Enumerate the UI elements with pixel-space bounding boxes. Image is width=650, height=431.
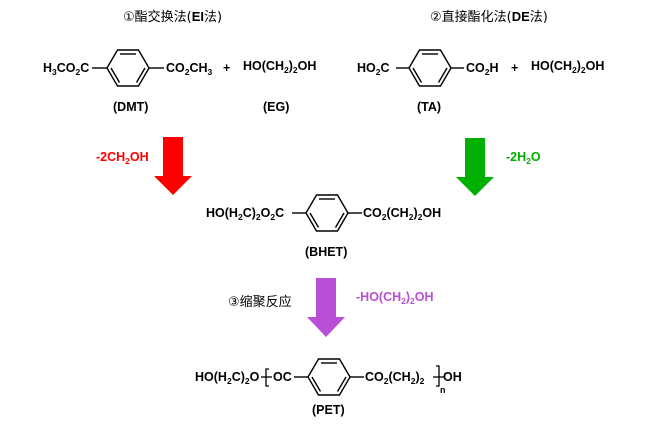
ei-title-code: EI <box>191 9 205 24</box>
dmt-label: (DMT) <box>113 100 149 114</box>
ei-plus-sign: + <box>223 61 231 75</box>
polycondensation-step-label: ③缩聚反应 <box>228 295 292 310</box>
ta-right-group: CO2H <box>466 61 499 77</box>
eg-formula: HO(CH2)2OH <box>243 59 317 75</box>
pet-repeat-subscript: n <box>440 385 446 395</box>
ei-byproduct: -2CH2OH <box>96 150 149 166</box>
de-title-suffix: 法) <box>529 10 548 25</box>
ta-left-group: HO2C <box>357 61 390 77</box>
dmt-benzene-ring <box>92 49 164 87</box>
bhet-label: (BHET) <box>305 245 348 259</box>
ei-title-suffix: 法) <box>204 10 223 25</box>
ta-label: (TA) <box>417 100 442 114</box>
pet-label: (PET) <box>312 403 345 417</box>
dmt-left-group: H3CO2C <box>43 61 90 77</box>
de-plus-sign: + <box>511 61 519 75</box>
dmt-right-group: CO2CH3 <box>166 61 213 77</box>
ei-title-prefix: ①酯交换法( <box>123 10 192 25</box>
pet-end-group-right: OH <box>443 370 462 384</box>
pet-benzene-ring <box>294 358 364 396</box>
de-reaction-arrow <box>456 138 494 196</box>
de-title-prefix: ②直接酯化法( <box>430 10 512 25</box>
de-eg-formula: HO(CH2)2OH <box>531 59 605 75</box>
ei-reaction-arrow <box>154 137 192 195</box>
polycondensation-byproduct: -HO(CH2)2OH <box>356 290 434 306</box>
ei-route-title: ①酯交换法(EI法) <box>123 6 222 25</box>
eg-label: (EG) <box>263 100 290 114</box>
bhet-left-group: HO(H2C)2O2C <box>206 206 285 222</box>
de-route-title: ②直接酯化法(DE法) <box>430 6 548 25</box>
bhet-right-group: CO2(CH2)2OH <box>363 206 442 222</box>
pet-end-group-left: HO(H2C)2O <box>195 370 260 386</box>
pet-repeat-bracket-right <box>433 365 444 387</box>
ta-benzene-ring <box>396 49 464 87</box>
polycondensation-arrow <box>307 278 345 337</box>
de-title-code: DE <box>511 9 530 24</box>
de-byproduct: -2H2O <box>506 150 541 166</box>
pet-repeat-right-group: CO2(CH2)2 <box>365 370 425 386</box>
bhet-benzene-ring <box>292 194 362 232</box>
pet-repeat-left-group: OC <box>273 370 292 384</box>
pet-repeat-bracket-left <box>261 368 272 387</box>
